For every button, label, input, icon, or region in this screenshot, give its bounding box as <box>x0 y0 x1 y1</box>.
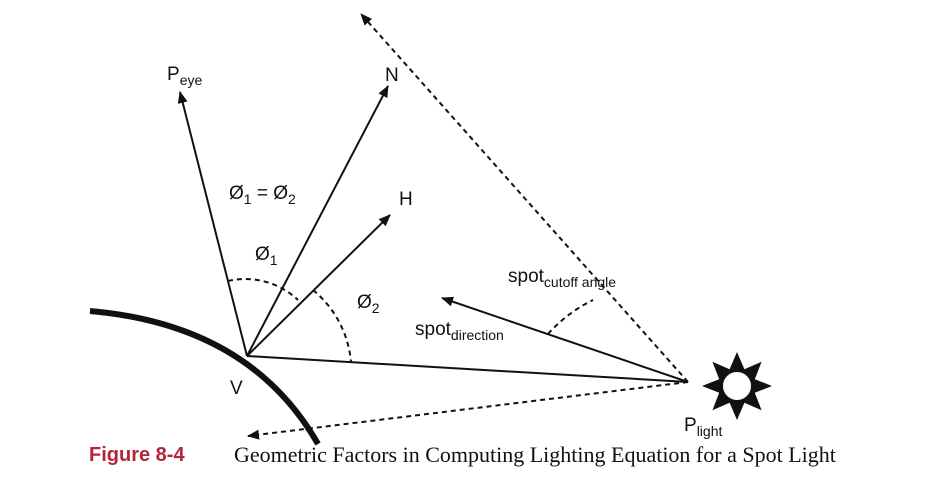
angle-equality-label: Ø1 = Ø2 <box>229 183 296 207</box>
light-to-vertex-line <box>246 355 689 383</box>
spot-direction-vector <box>441 296 689 383</box>
cutoff-angle-arc <box>547 299 594 335</box>
half-vector <box>246 214 391 357</box>
surface-curve <box>89 308 321 446</box>
half-vector-label: H <box>399 189 413 210</box>
spot-direction-label: spotdirection <box>415 319 504 343</box>
theta1-label: Ø1 <box>255 244 278 268</box>
figure-number: Figure 8-4 <box>89 444 185 466</box>
spot-cutoff-angle-label: spotcutoff angle <box>508 266 616 290</box>
eye-vector <box>177 91 248 357</box>
theta2-label: Ø2 <box>357 292 380 316</box>
eye-position-label: Peye <box>167 64 202 88</box>
figure-caption: Figure 8-4 Geometric Factors in Computin… <box>0 440 950 480</box>
vertex-label: V <box>230 378 243 399</box>
normal-vector <box>246 85 389 357</box>
normal-label: N <box>385 65 399 86</box>
cutoff-cone-edge-lower <box>247 381 689 440</box>
theta1-arc <box>227 278 299 301</box>
figure-title: Geometric Factors in Computing Lighting … <box>234 442 836 467</box>
light-position-label: Plight <box>684 415 722 439</box>
theta2-arc <box>312 289 352 363</box>
cutoff-cone-edge <box>360 13 689 383</box>
sun-icon <box>702 352 772 420</box>
